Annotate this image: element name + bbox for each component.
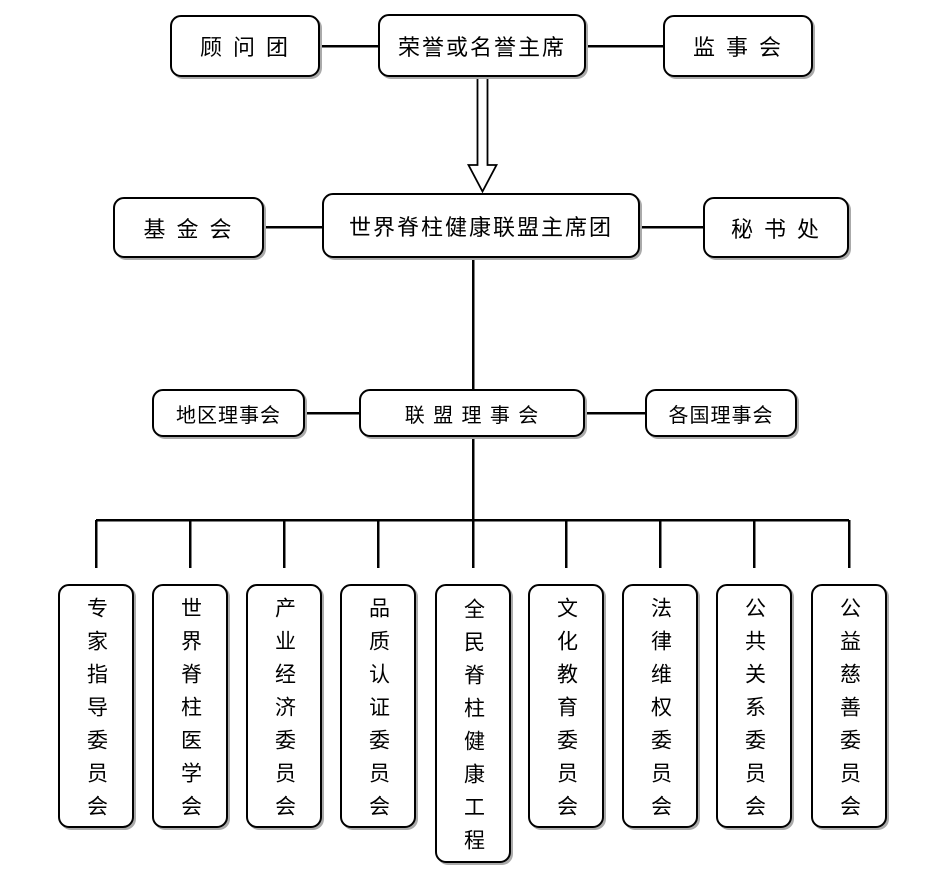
- committee-world-spine-medical-label: 世界脊柱医学会: [178, 596, 203, 828]
- committee-legal-rights-box: 法律维权委员会: [622, 584, 698, 828]
- committee-charity-box: 公益慈善委员会: [811, 584, 887, 828]
- committee-national-spine-health-project-label: 全民脊柱健康工程: [461, 597, 486, 862]
- regional-council-box: 地区理事会: [152, 389, 305, 437]
- alliance-council-label: 联 盟 理 事 会: [404, 402, 540, 427]
- committee-industrial-economy-label: 产业经济委员会: [272, 596, 297, 828]
- committee-expert-guidance-label: 专家指导委员会: [84, 596, 109, 828]
- secretariat-box: 秘 书 处: [703, 197, 849, 258]
- presidium-label: 世界脊柱健康联盟主席团: [348, 215, 613, 241]
- advisor-group-box: 顾 问 团: [170, 15, 320, 77]
- secretariat-label: 秘 书 处: [731, 217, 821, 243]
- supervisory-board-box: 监 事 会: [663, 15, 813, 77]
- regional-council-label: 地区理事会: [176, 402, 281, 427]
- committee-expert-guidance-box: 专家指导委员会: [58, 584, 134, 828]
- committee-charity-label: 公益慈善委员会: [837, 596, 862, 828]
- presidium-box: 世界脊柱健康联盟主席团: [322, 193, 640, 258]
- committee-public-relations-box: 公共关系委员会: [716, 584, 792, 828]
- honorary-chairman-label: 荣誉或名誉主席: [397, 35, 566, 61]
- national-councils-label: 各国理事会: [668, 402, 774, 427]
- committee-public-relations-label: 公共关系委员会: [742, 596, 767, 828]
- supervisory-board-label: 监 事 会: [693, 36, 783, 61]
- foundation-label: 基 金 会: [143, 217, 234, 243]
- committee-national-spine-health-project-box: 全民脊柱健康工程: [435, 584, 511, 863]
- advisor-group-label: 顾 问 团: [200, 36, 290, 61]
- committee-quality-certification-box: 品质认证委员会: [340, 584, 416, 828]
- committee-world-spine-medical-box: 世界脊柱医学会: [152, 584, 228, 828]
- committee-legal-rights-label: 法律维权委员会: [648, 596, 673, 828]
- committee-industrial-economy-box: 产业经济委员会: [246, 584, 322, 828]
- committee-culture-education-box: 文化教育委员会: [528, 584, 604, 828]
- foundation-box: 基 金 会: [113, 197, 264, 258]
- national-councils-box: 各国理事会: [645, 389, 797, 437]
- committee-culture-education-label: 文化教育委员会: [554, 596, 579, 828]
- down-arrow-icon: [467, 78, 498, 194]
- committee-quality-certification-label: 品质认证委员会: [366, 596, 391, 828]
- alliance-council-box: 联 盟 理 事 会: [359, 389, 585, 437]
- honorary-chairman-box: 荣誉或名誉主席: [378, 14, 586, 77]
